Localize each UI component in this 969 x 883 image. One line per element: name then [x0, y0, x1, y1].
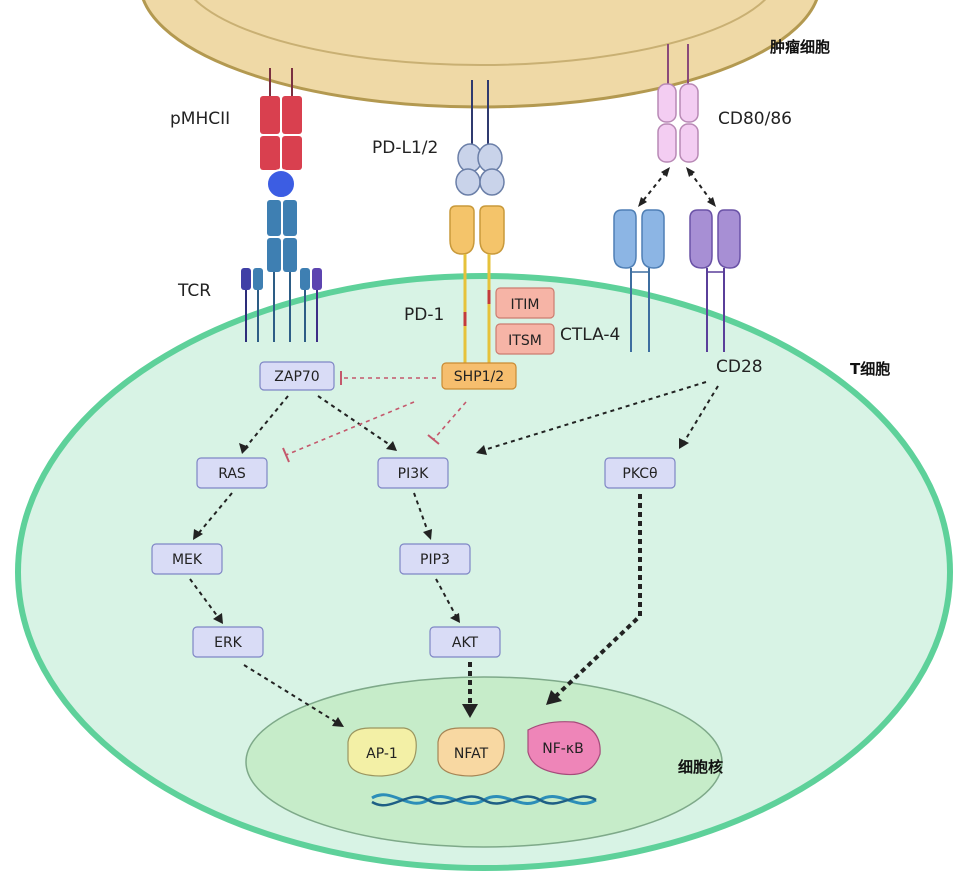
nfat-label: NFAT	[454, 746, 489, 762]
itim-label: ITIM	[511, 297, 540, 313]
dna-helix	[371, 793, 597, 807]
cd8086-label: CD80/86	[718, 109, 792, 129]
ctla4-receptor	[613, 209, 665, 352]
node-erk: ERK	[192, 626, 264, 658]
shp12-label: SHP1/2	[454, 369, 504, 385]
zap70-label: ZAP70	[274, 369, 319, 385]
tumor-cell	[142, 0, 818, 109]
inhibition-lines	[282, 371, 467, 463]
node-mek: MEK	[151, 543, 223, 575]
node-zap70: ZAP70	[259, 361, 335, 391]
t-cell	[15, 273, 953, 871]
cd28-receptor	[689, 209, 741, 352]
cd8086-ligand	[657, 44, 699, 163]
itim-box: ITIM	[495, 287, 555, 319]
pip3-label: PIP3	[420, 552, 450, 568]
pkc-label: PKCθ	[622, 466, 657, 482]
tcr-receptor	[241, 200, 322, 342]
node-ras: RAS	[196, 457, 268, 489]
pd1-receptor	[449, 205, 505, 368]
tumor-cell-label: 肿瘤细胞	[770, 38, 830, 56]
node-shp12: SHP1/2	[441, 362, 517, 390]
itsm-box: ITSM	[495, 323, 555, 355]
ctla4-label: CTLA-4	[560, 325, 620, 345]
tf-nfat: NFAT	[437, 727, 505, 777]
activation-arrows	[189, 381, 719, 727]
pmhcii-receptor	[260, 68, 302, 199]
node-pi3k: PI3K	[377, 457, 449, 489]
nfkb-label: NF-κB	[542, 741, 583, 757]
node-pip3: PIP3	[399, 543, 471, 575]
nucleus-label: 细胞核	[678, 758, 723, 776]
pd1-label: PD-1	[404, 305, 444, 325]
ap1-label: AP-1	[366, 746, 398, 762]
cd8086-binding-arrows	[638, 167, 716, 207]
tf-nfkb: NF-κB	[527, 721, 601, 776]
pdl12-ligand	[455, 80, 505, 196]
pmhcii-label: pMHCII	[170, 109, 230, 129]
cd28-label: CD28	[716, 357, 763, 377]
pdl12-label: PD-L1/2	[372, 138, 438, 158]
ras-label: RAS	[218, 466, 246, 482]
node-akt: AKT	[429, 626, 501, 658]
t-cell-label: T细胞	[850, 360, 890, 378]
node-pkc: PKCθ	[604, 457, 676, 489]
tcr-label: TCR	[177, 281, 211, 301]
pi3k-label: PI3K	[398, 466, 429, 482]
itsm-label: ITSM	[508, 333, 542, 349]
erk-label: ERK	[214, 635, 243, 651]
tf-ap1: AP-1	[347, 727, 417, 777]
mek-label: MEK	[172, 552, 203, 568]
akt-label: AKT	[452, 635, 479, 651]
